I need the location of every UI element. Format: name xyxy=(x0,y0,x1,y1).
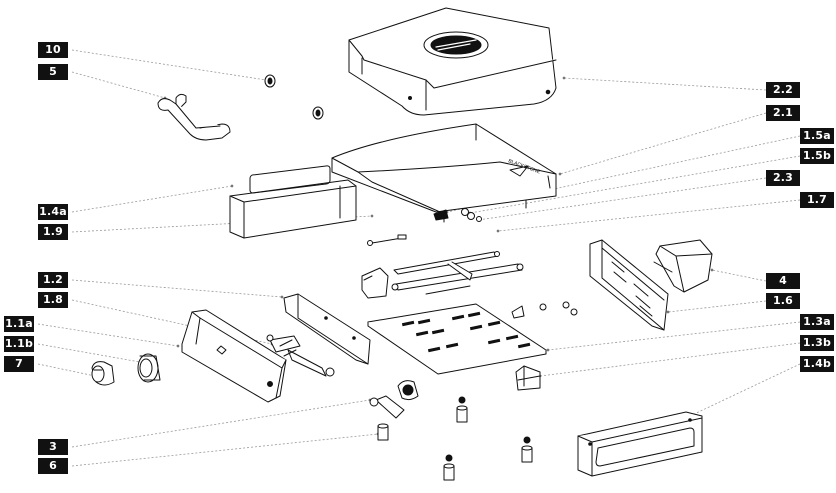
grease-cup xyxy=(653,239,713,293)
part-label-1-3b: 1.3b xyxy=(800,335,834,351)
heat-shield xyxy=(283,293,371,365)
regulator xyxy=(369,380,419,419)
part-label-1-4b: 1.4b xyxy=(800,356,834,372)
front-panel-upper xyxy=(229,165,357,239)
corner-bracket xyxy=(515,365,541,391)
part-label-1-6: 1.6 xyxy=(766,293,800,309)
part-label-4: 4 xyxy=(766,273,800,289)
hood xyxy=(348,7,557,116)
part-label-1-1a: 1.1a xyxy=(4,316,34,332)
part-label-6: 6 xyxy=(38,458,68,474)
part-label-1-5a: 1.5a xyxy=(800,128,834,144)
bottom-tray xyxy=(367,303,547,375)
handle xyxy=(157,93,231,141)
front-panel-lower xyxy=(577,411,703,477)
part-label-1-3a: 1.3a xyxy=(800,314,834,330)
part-label-7: 7 xyxy=(4,356,34,372)
part-label-2-3: 2.3 xyxy=(766,170,800,186)
part-label-1-1b: 1.1b xyxy=(4,336,34,352)
part-label-1-4a: 1.4a xyxy=(38,204,68,220)
hood-bumpers xyxy=(264,74,324,120)
ignitor-wire xyxy=(367,234,407,246)
valve-assembly xyxy=(266,334,335,377)
part-label-1-8: 1.8 xyxy=(38,292,68,308)
part-label-2-1: 2.1 xyxy=(766,105,800,121)
part-label-5: 5 xyxy=(38,64,68,80)
control-knobs xyxy=(91,353,161,386)
burner-tubes xyxy=(361,251,524,299)
small-fittings xyxy=(433,208,482,222)
griddle-plate xyxy=(331,123,557,223)
legs xyxy=(377,396,533,481)
leader-lines xyxy=(37,49,801,467)
part-label-10: 10 xyxy=(38,42,68,58)
part-label-1-7: 1.7 xyxy=(800,192,834,208)
part-label-3: 3 xyxy=(38,439,68,455)
side-panel-right xyxy=(589,239,669,331)
part-label-1-2: 1.2 xyxy=(38,272,68,288)
mount-brackets xyxy=(511,301,578,319)
part-label-1-9: 1.9 xyxy=(38,224,68,240)
control-panel xyxy=(181,309,287,403)
part-label-2-2: 2.2 xyxy=(766,82,800,98)
part-label-1-5b: 1.5b xyxy=(800,148,834,164)
